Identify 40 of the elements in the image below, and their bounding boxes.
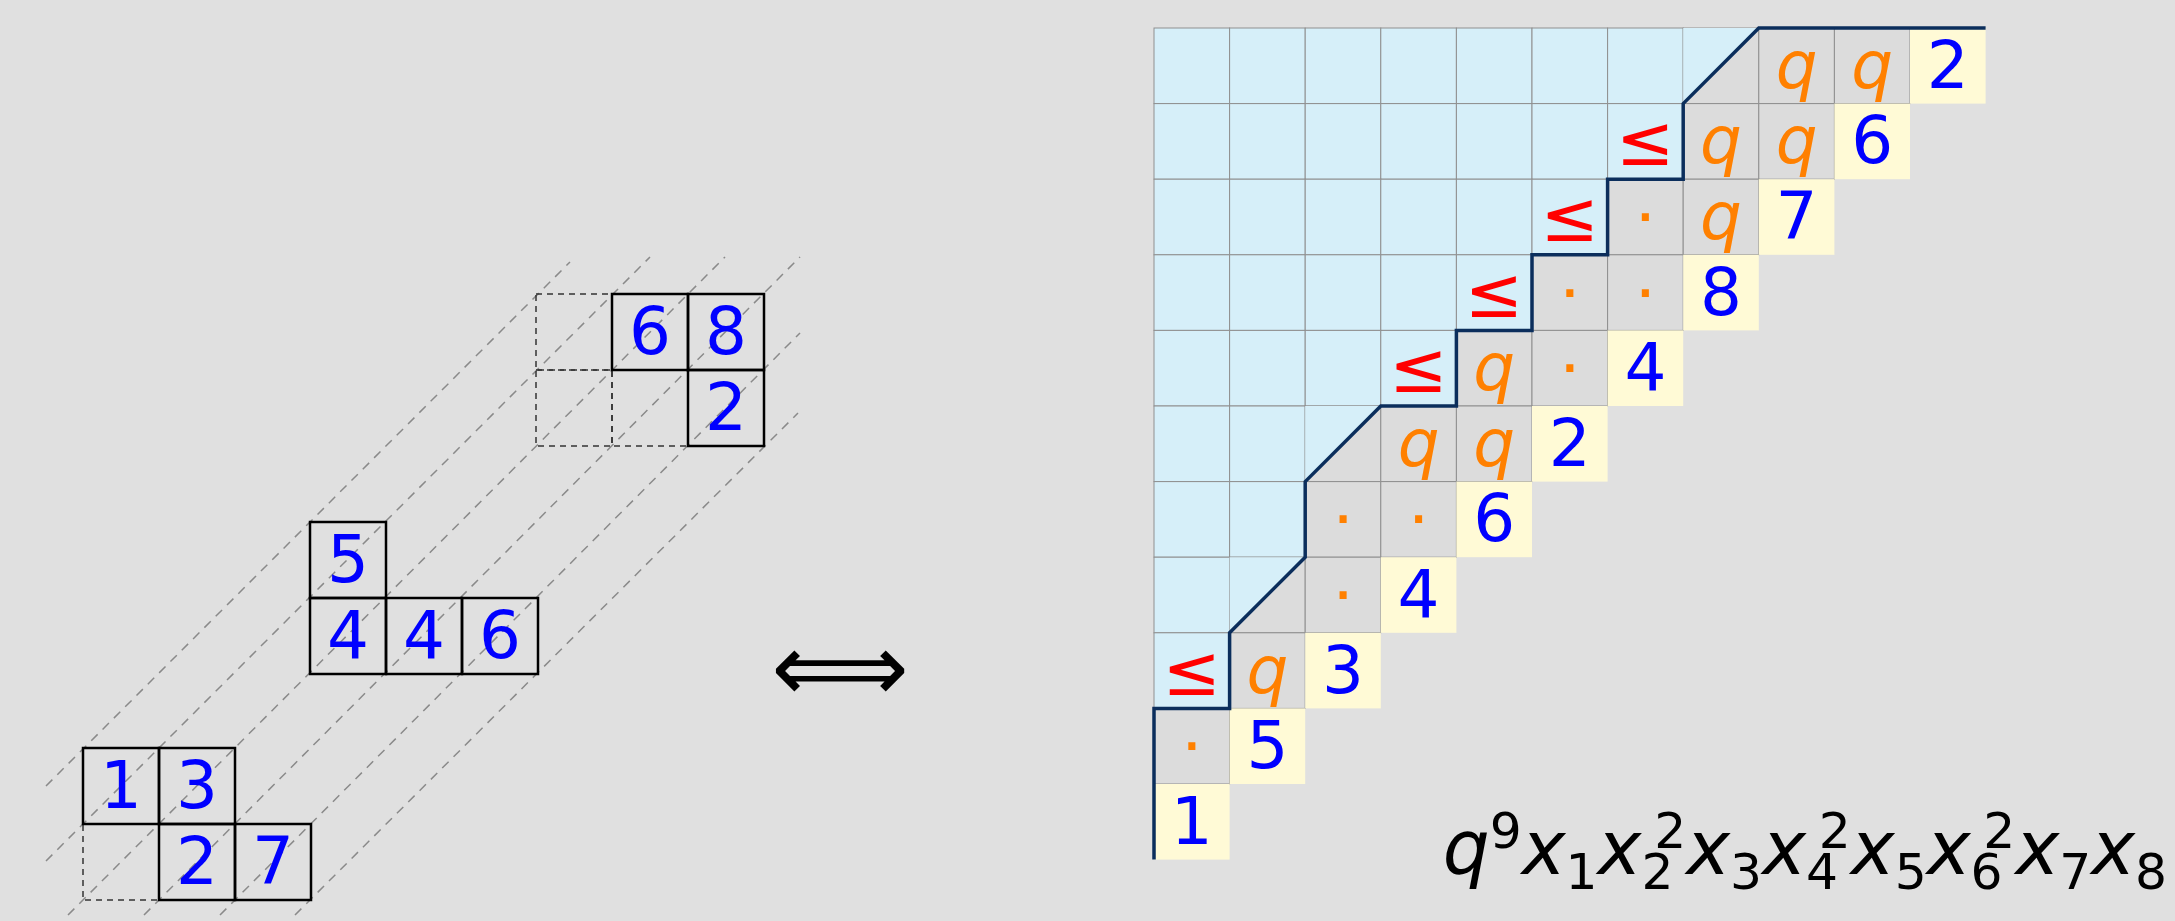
dot-mark: · [1335, 575, 1351, 615]
grid-number: 2 [1926, 32, 1969, 99]
inequality-sign: ≤ [1616, 106, 1675, 177]
tableau-entry: 2 [176, 829, 218, 895]
tableau-entry: 1 [100, 753, 142, 819]
dot-mark: · [1335, 499, 1351, 540]
tableau-entry: 7 [252, 829, 294, 895]
grid-number: 3 [1322, 637, 1364, 704]
weight-formula: q$^{9}$x$_{1}$x$_{2}$$^{2}$x$_{3}$x$_{4}$$^{2}$x$_{5}$x$_{6}$$^{2}$x$_{7}$x$_{8}$ [1442, 806, 2167, 898]
grid-number: 8 [1700, 259, 1742, 326]
tableau-entry: 8 [705, 299, 747, 365]
equivalence-symbol: ⟺ [771, 620, 909, 716]
tableau-entry: 4 [327, 603, 369, 669]
tableau-entry: 6 [629, 299, 671, 365]
dot-mark: · [1184, 726, 1200, 767]
dot-mark: · [1562, 348, 1578, 389]
grid-number: 5 [1246, 713, 1289, 780]
tableau-entry: 2 [705, 375, 747, 441]
inequality-sign: ≤ [1464, 257, 1524, 328]
grid-number: 4 [1624, 335, 1667, 402]
tableau-entry: 6 [479, 603, 521, 669]
dot-mark: · [1637, 197, 1653, 237]
dot-mark: · [1637, 272, 1653, 313]
q-weight: q [1775, 108, 1818, 175]
inequality-sign: ≤ [1389, 333, 1448, 404]
q-weight: q [1473, 335, 1516, 402]
dot-mark: · [1562, 272, 1578, 313]
tableau-entry: 3 [176, 753, 218, 819]
grid-number: 6 [1851, 108, 1894, 175]
tableau-entry: 5 [327, 527, 369, 593]
inequality-sign: ≤ [1540, 182, 1600, 252]
dot-mark: · [1411, 499, 1427, 540]
grid-number: 6 [1473, 486, 1516, 553]
inequality-sign: ≤ [1162, 635, 1222, 706]
grid-number: 7 [1775, 184, 1818, 250]
grid-number: 2 [1548, 410, 1591, 477]
grid-number: 1 [1170, 788, 1213, 855]
tableau-entry: 4 [403, 603, 445, 669]
grid-number: 4 [1397, 562, 1440, 628]
q-weight: q [1700, 108, 1742, 175]
